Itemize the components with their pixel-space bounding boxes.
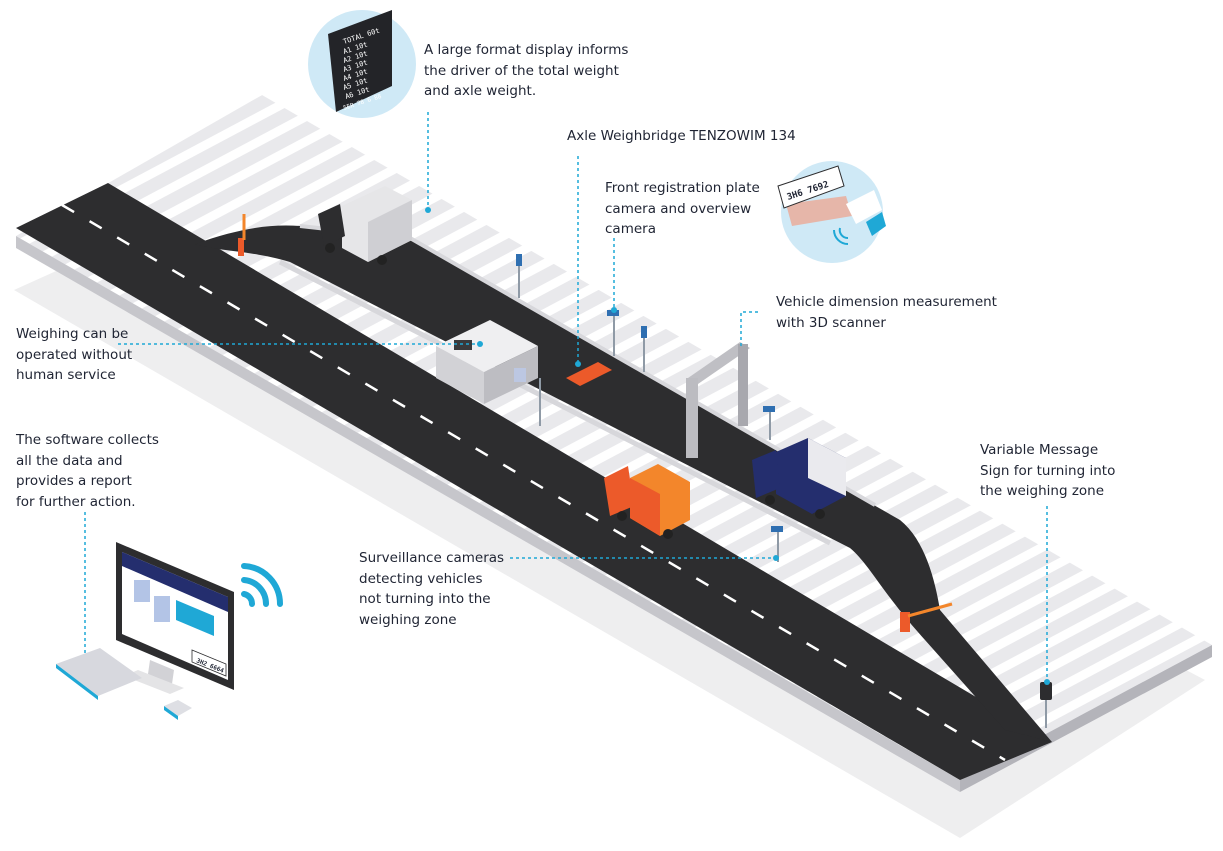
callout-display: A large format display informs the drive… (424, 42, 629, 99)
grey-truck (318, 186, 412, 265)
callout-surveillance: Surveillance cameras detecting vehicles … (359, 550, 505, 628)
divider-curb (278, 259, 832, 546)
entry-barrier (238, 214, 246, 256)
computer-mouse (164, 700, 192, 720)
display-board (328, 10, 392, 112)
exit-barrier (900, 602, 953, 632)
keyboard (56, 648, 142, 700)
display-board-icon: TOTAL 60t A1 10t A2 10t A3 10t A4 10t A5… (308, 10, 416, 118)
surveillance-camera-2 (771, 526, 783, 532)
callout-leader-lines (84, 112, 1048, 680)
callout-dimension: Vehicle dimension measurement with 3D sc… (776, 294, 997, 331)
axle-weighbridge-plate (566, 362, 612, 386)
wifi-icon (241, 563, 284, 607)
variable-message-sign (1040, 682, 1052, 700)
camera-3 (641, 326, 647, 338)
callout-weighbridge: Axle Weighbridge TENZOWIM 134 (567, 128, 796, 144)
main-road-lane-markings (61, 203, 1006, 762)
surveillance-camera-1 (763, 406, 775, 412)
camera-2 (607, 310, 619, 316)
platform-side-left (16, 236, 960, 792)
plate-camera-icon: 3H6 7692 (777, 161, 886, 263)
orange-truck (604, 464, 690, 539)
control-building (436, 320, 538, 404)
computer-monitor: 3H2 6664 (116, 542, 234, 694)
license-plate (777, 165, 845, 209)
callout-variable-sign: Variable Message Sign for turning into t… (980, 442, 1116, 499)
3d-scanner-gantry (686, 342, 750, 458)
callout-front-camera: Front registration plate camera and over… (605, 180, 760, 237)
camera-1 (516, 254, 522, 266)
callout-unmanned: Weighing can be operated without human s… (16, 326, 133, 383)
callout-software: The software collects all the data and p… (16, 432, 159, 510)
blue-truck (752, 438, 846, 519)
platform-side-right (960, 645, 1212, 792)
